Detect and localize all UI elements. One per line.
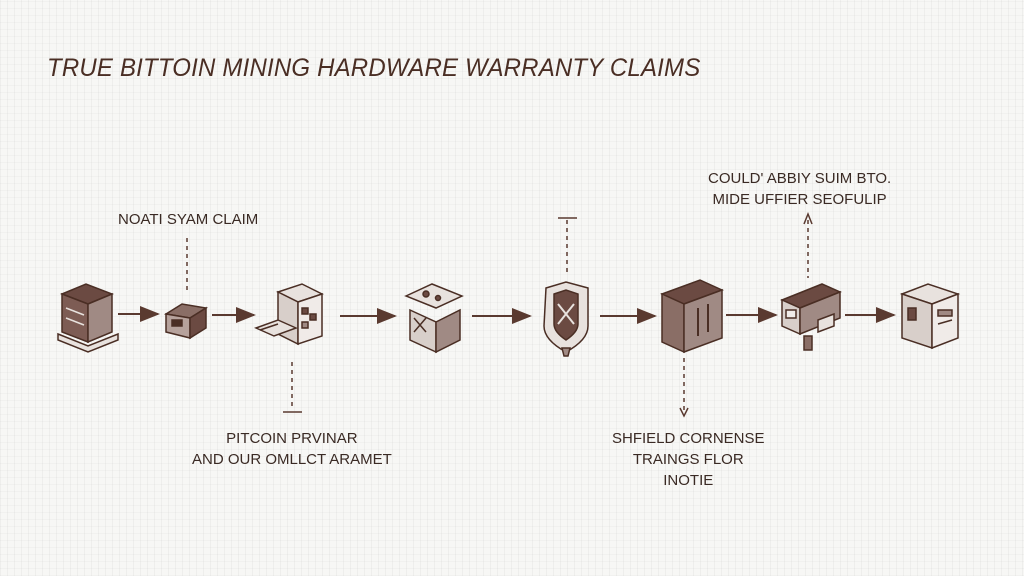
circuit-board-machine-icon (253, 283, 324, 346)
label-top-right-line-1: COULD' ABBIY SUIM BTO. (708, 170, 892, 187)
label-bottom-right-line-3: INOTIE (663, 472, 714, 489)
label-top-left: NOATI SYAM CLAIM (118, 209, 258, 230)
label-bottom-right-line-1: SHFIELD CORNENSE (612, 430, 765, 447)
label-top-left-line: NOATI SYAM CLAIM (118, 211, 259, 228)
miner-box-icon (163, 303, 209, 340)
shield-tool-icon (543, 281, 589, 357)
label-top-right-line-2: MIDE UFFIER SEOFULIP (712, 191, 887, 208)
label-bottom-left-line-1: PITCOIN PRVINAR (226, 430, 358, 447)
connector-top-right-arrowhead (803, 211, 813, 225)
delivered-unit-icon (899, 283, 961, 350)
label-bottom-left: PITCOIN PRVINAR AND OUR OMLLCT ARAMET (192, 428, 392, 470)
server-rack-icon (57, 283, 119, 353)
label-bottom-right-line-2: TRAINGS FLOR (632, 451, 744, 468)
safe-box-icon (660, 279, 724, 354)
connector-bottom-right-arrowhead (679, 407, 689, 418)
connector-lines (186, 220, 685, 410)
page-title: TRUE BITTOIN MINING HARDWARE WARRANTY CL… (47, 54, 701, 82)
repair-machine-icon (780, 283, 842, 351)
label-bottom-left-line-2: AND OUR OMLLCT ARAMET (192, 451, 392, 468)
label-top-right: COULD' ABBIY SUIM BTO. MIDE UFFIER SEOFU… (708, 168, 891, 210)
label-bottom-right: SHFIELD CORNENSE TRAINGS FLOR INOTIE (612, 428, 765, 491)
open-package-icon (404, 283, 464, 354)
flow-arrows (118, 306, 896, 324)
